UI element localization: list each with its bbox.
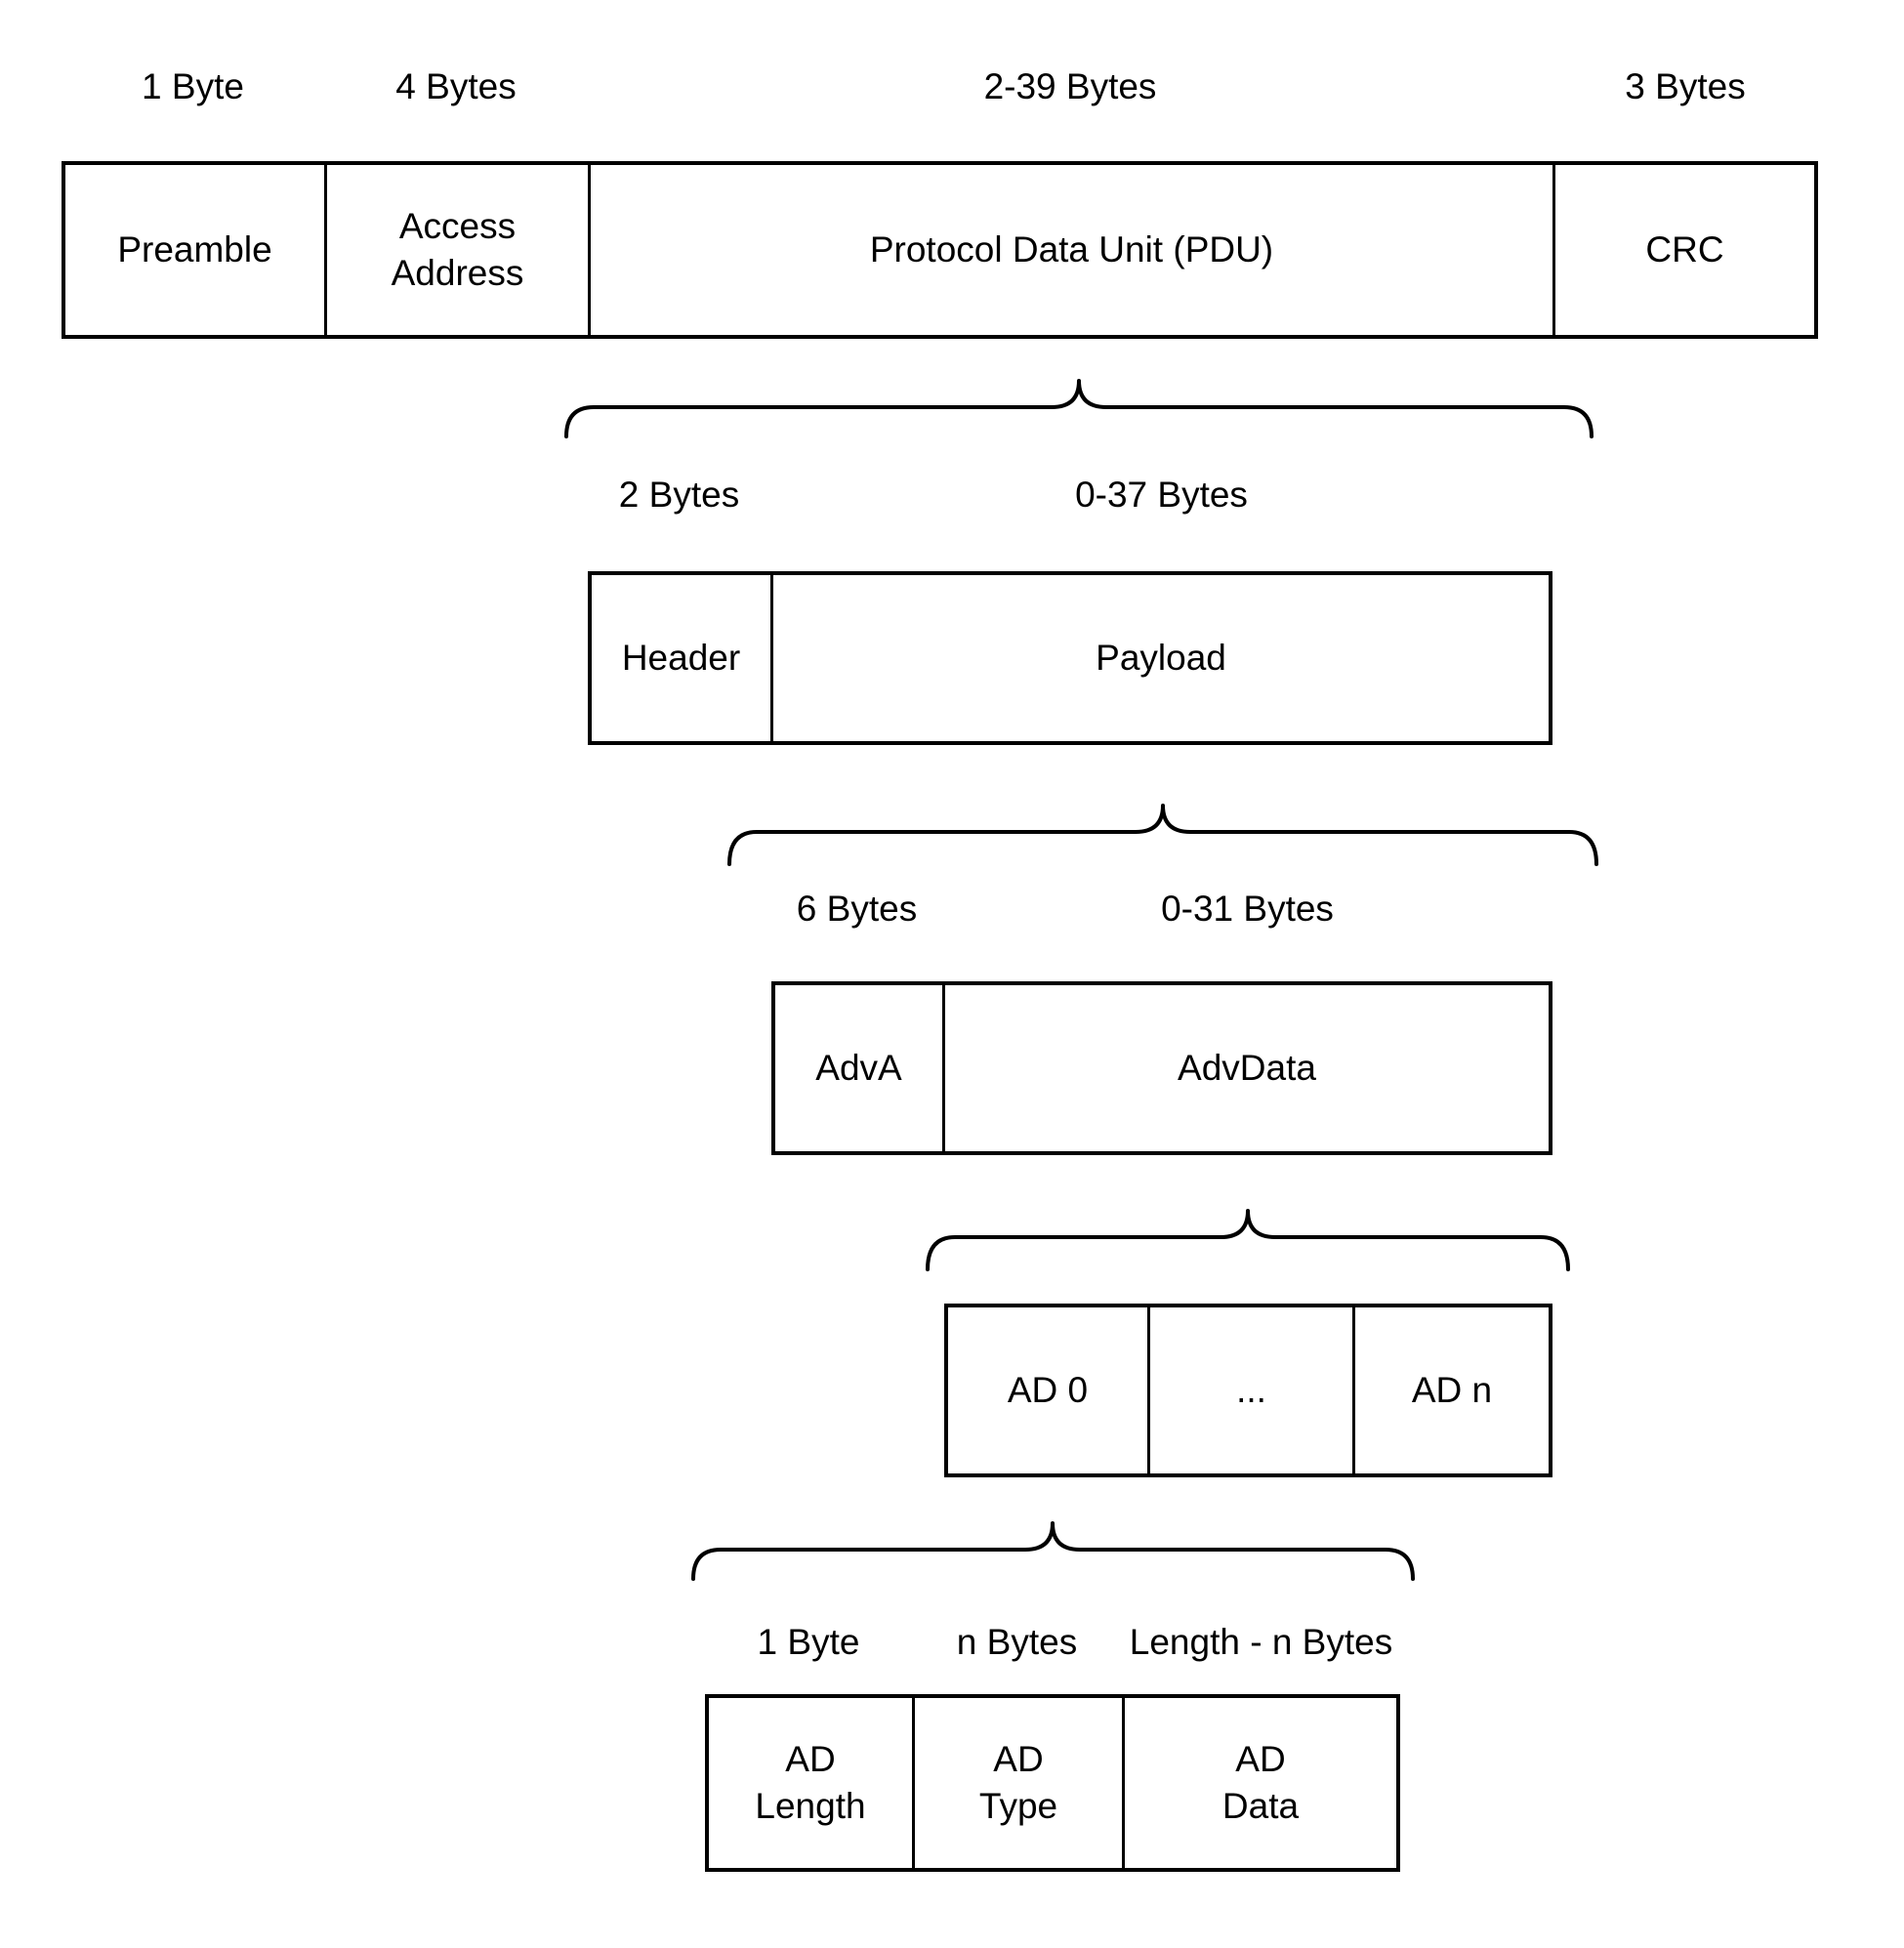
cell-adn: AD n — [1352, 1307, 1549, 1473]
pdu-box: Header Payload — [588, 571, 1552, 745]
size-label-payload: 0-37 Bytes — [1075, 475, 1248, 515]
cell-ad-data: AD Data — [1122, 1698, 1396, 1868]
cell-advdata: AdvData — [942, 985, 1549, 1151]
brace-pdu-expansion — [564, 379, 1594, 438]
cell-ad-length: AD Length — [755, 1738, 866, 1826]
cell-crc: CRC — [1552, 165, 1814, 335]
brace-ad0-expansion — [691, 1521, 1415, 1581]
cell-ellipsis: ... — [1147, 1307, 1352, 1473]
size-label-ad-length: 1 Byte — [757, 1622, 860, 1662]
size-label-preamble: 1 Byte — [142, 66, 244, 106]
payload-box: AdvA AdvData — [771, 981, 1552, 1155]
ad-structure-box: AD Length AD Type AD Data — [705, 1694, 1400, 1872]
size-label-advdata: 0-31 Bytes — [1161, 889, 1334, 929]
size-label-pdu: 2-39 Bytes — [983, 66, 1157, 106]
brace-advdata-expansion — [926, 1209, 1570, 1271]
size-label-access-address: 4 Bytes — [395, 66, 517, 106]
cell-adva: AdvA — [815, 1047, 902, 1088]
advdata-box: AD 0 ... AD n — [944, 1304, 1552, 1477]
packet-frame-box: Preamble Access Address Protocol Data Un… — [62, 161, 1818, 339]
size-label-crc: 3 Bytes — [1625, 66, 1746, 106]
cell-access-address: Access Address — [324, 165, 588, 335]
size-label-adva: 6 Bytes — [796, 889, 918, 929]
size-label-header: 2 Bytes — [618, 475, 740, 515]
cell-pdu: Protocol Data Unit (PDU) — [588, 165, 1552, 335]
size-label-ad-type: n Bytes — [956, 1622, 1078, 1662]
cell-header: Header — [621, 637, 741, 678]
brace-payload-expansion — [727, 804, 1598, 866]
cell-ad0: AD 0 — [1007, 1369, 1089, 1410]
cell-payload: Payload — [770, 575, 1549, 741]
cell-preamble: Preamble — [117, 228, 272, 269]
cell-ad-type: AD Type — [912, 1698, 1122, 1868]
size-label-ad-data: Length - n Bytes — [1129, 1622, 1393, 1662]
